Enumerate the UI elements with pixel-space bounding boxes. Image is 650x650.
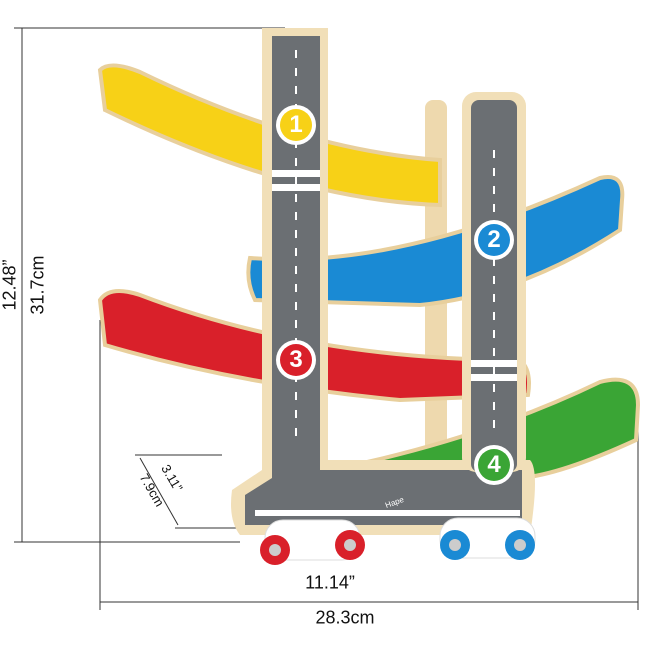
height-cm-label: 31.7cm bbox=[27, 255, 48, 315]
dimension-lines bbox=[14, 27, 639, 610]
checkered-stripes bbox=[255, 170, 520, 516]
badge-4 bbox=[474, 445, 514, 485]
badge-1 bbox=[276, 105, 316, 145]
track-number-2: 2 bbox=[487, 226, 501, 253]
blue-car bbox=[439, 517, 536, 560]
red-car bbox=[260, 519, 365, 565]
track-number-1: 1 bbox=[289, 111, 303, 138]
height-inches-label: 12.48” bbox=[0, 259, 20, 311]
main-track bbox=[245, 36, 522, 525]
width-inches-label: 11.14” bbox=[305, 572, 355, 593]
badge-3 bbox=[276, 340, 316, 380]
track-number-4: 4 bbox=[487, 451, 501, 478]
badge-2 bbox=[474, 220, 514, 260]
green-ramp bbox=[328, 377, 641, 480]
width-cm-label: 28.3cm bbox=[315, 607, 375, 628]
track-number-3: 3 bbox=[289, 346, 303, 373]
